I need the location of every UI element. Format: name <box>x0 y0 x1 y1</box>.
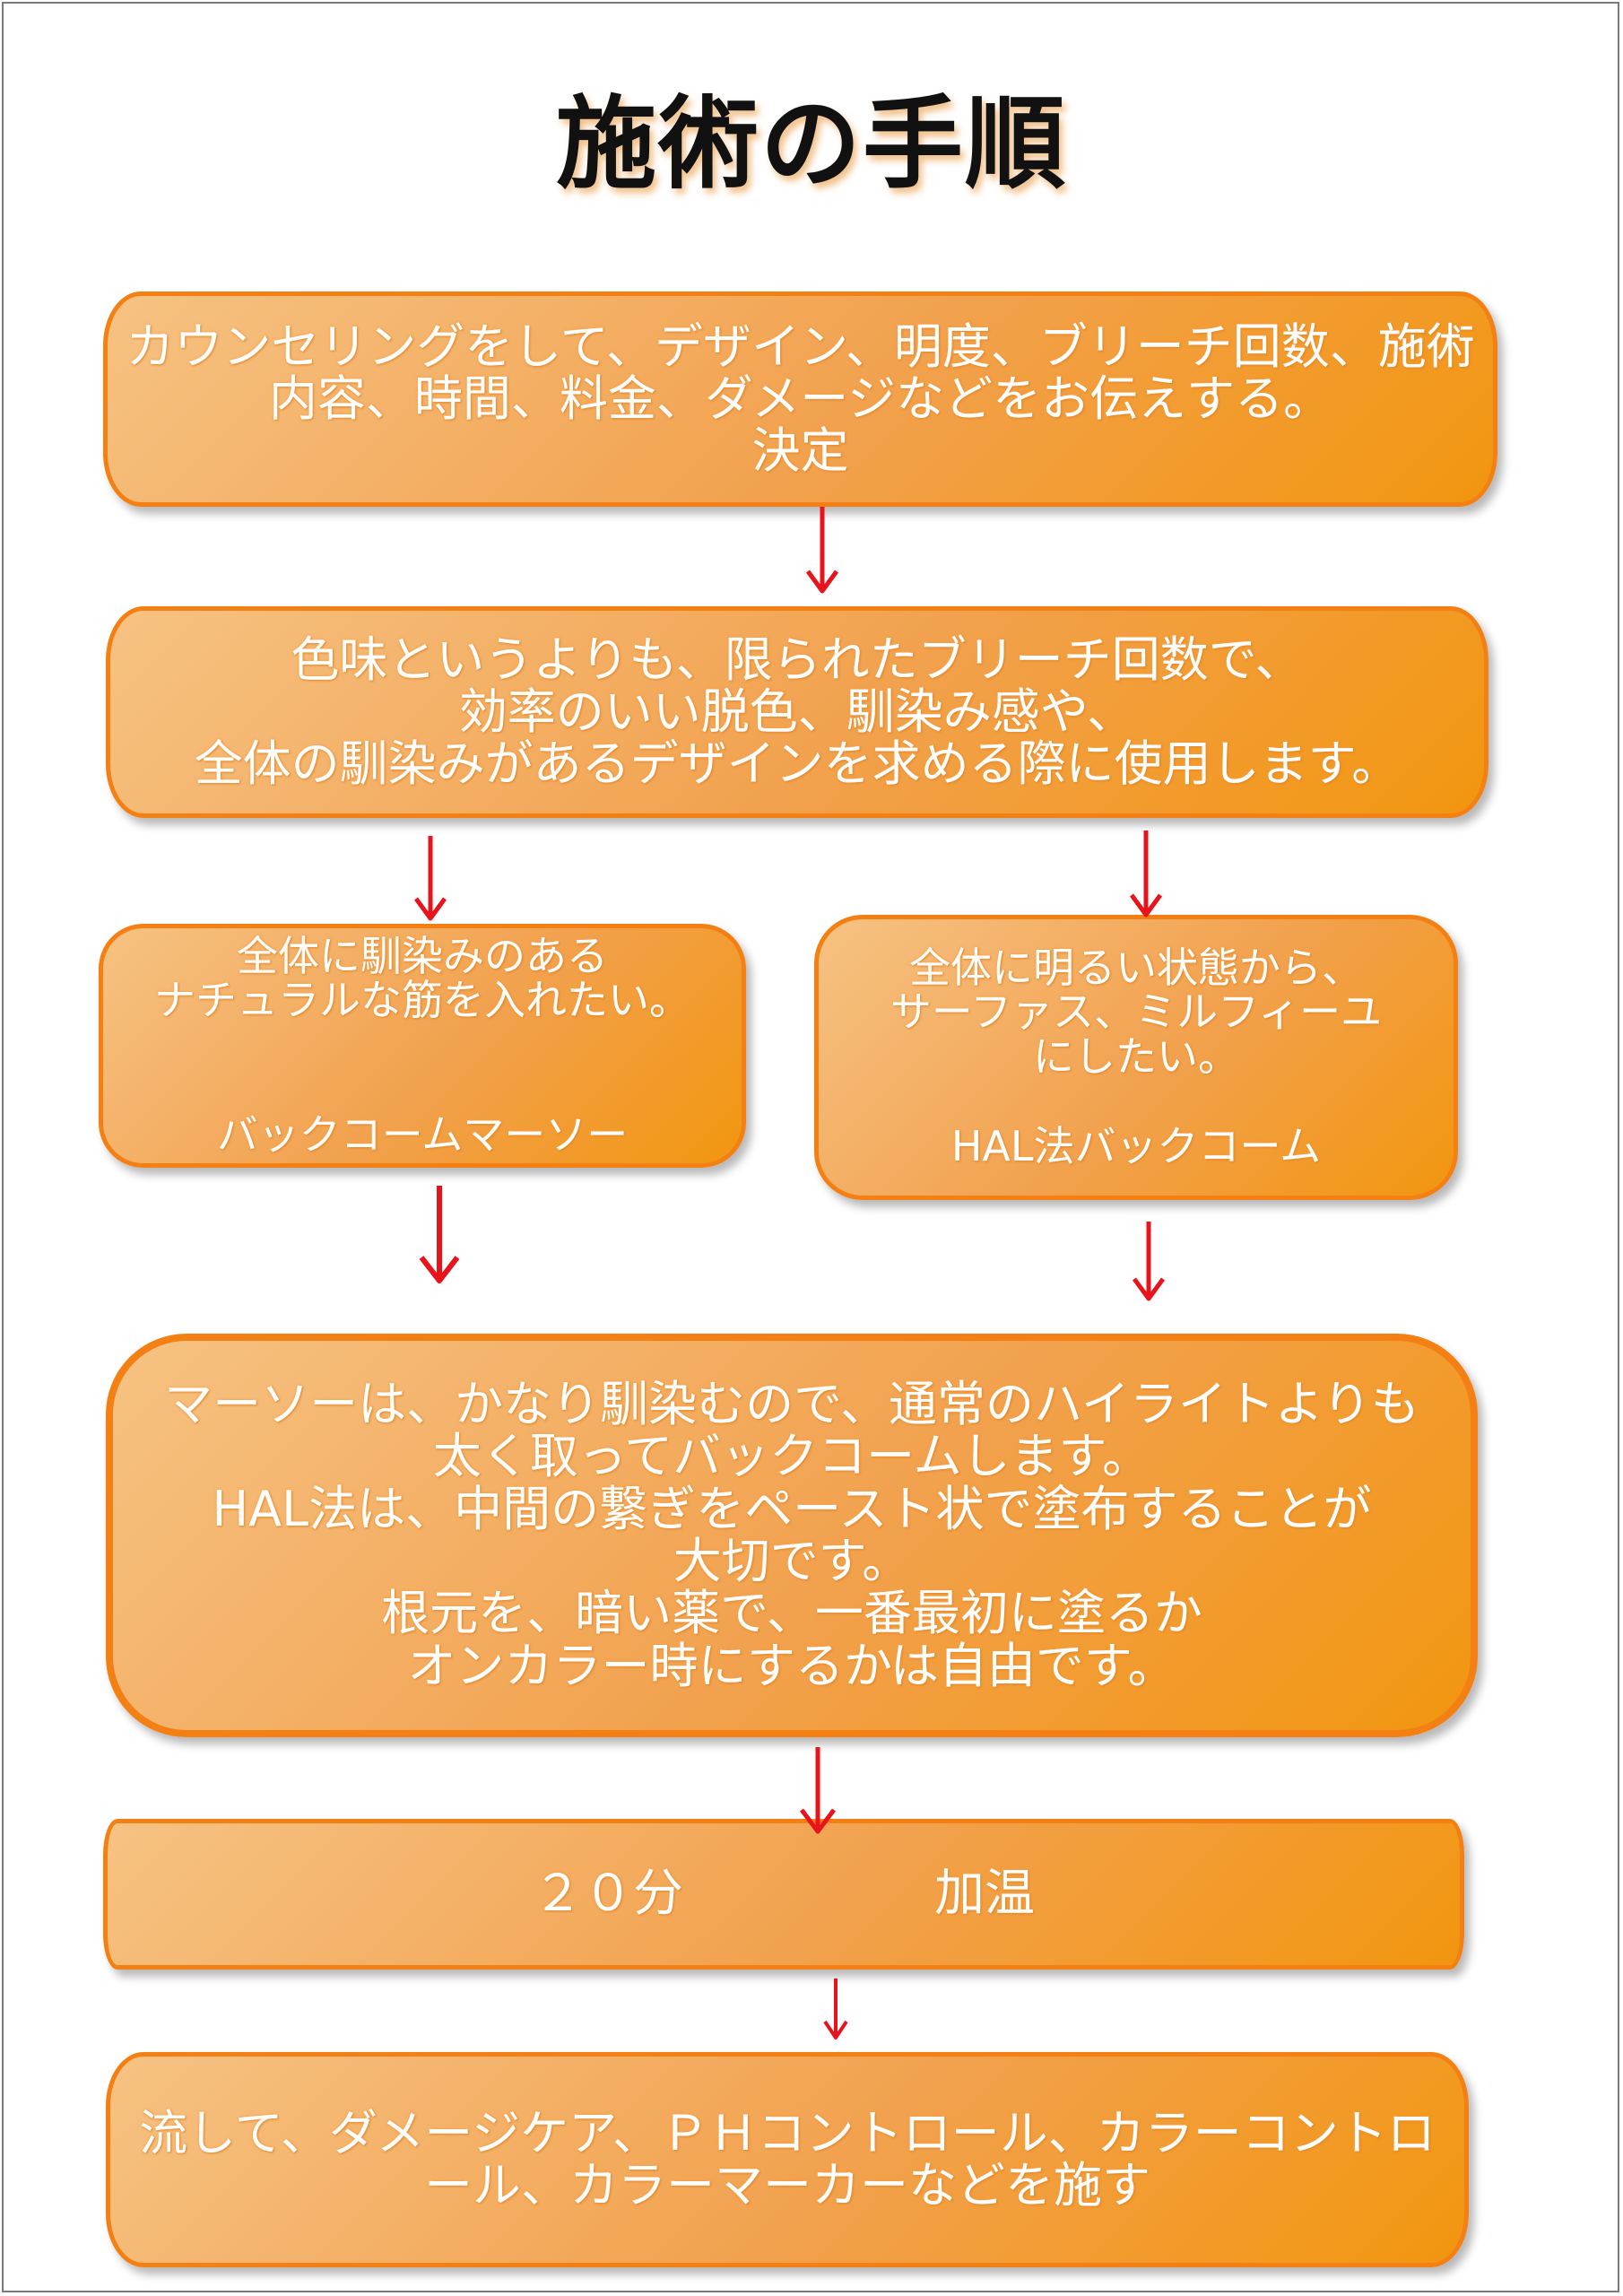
step-finish-text: 流して、ダメージケア、ＰＨコントロール、カラーコントロ ール、カラーマーカーなど… <box>139 2104 1436 2213</box>
arrow-right-to-technique <box>1132 1222 1166 1301</box>
arrow-technique-to-processing <box>800 1747 836 1834</box>
step-counseling-box: カウンセリングをして、デザイン、明度、ブリーチ回数、施術 内容、時間、料金、ダメ… <box>103 291 1497 507</box>
step-purpose-text: 色味というよりも、限られたブリーチ回数で、 効率のいい脱色、馴染み感や、 全体の… <box>194 631 1401 793</box>
step-counseling-text: カウンセリングをして、デザイン、明度、ブリーチ回数、施術 内容、時間、料金、ダメ… <box>126 317 1475 480</box>
step-processing-box: ２０分 加温 <box>103 1819 1464 1970</box>
step-purpose-box: 色味というよりも、限られたブリーチ回数で、 効率のいい脱色、馴染み感や、 全体の… <box>106 606 1488 818</box>
option-left-text: 全体に馴染みのある ナチュラルな筋を入れたい。 バックコームマーソー <box>154 931 690 1159</box>
option-right-box: 全体に明るい状態から、 サーファス、ミルフィーユ にしたい。 HAL法バックコー… <box>814 915 1458 1200</box>
arrow-purpose-to-left <box>413 836 447 921</box>
step-processing-text: ２０分 加温 <box>533 1864 1035 1923</box>
option-left-box: 全体に馴染みのある ナチュラルな筋を入れたい。 バックコームマーソー <box>99 924 746 1168</box>
arrow-left-to-technique <box>419 1186 460 1283</box>
arrow-counseling-to-purpose <box>805 507 839 594</box>
step-finish-box: 流して、ダメージケア、ＰＨコントロール、カラーコントロ ール、カラーマーカーなど… <box>106 2052 1469 2267</box>
diagram-title: 施術の手順 <box>556 86 1067 203</box>
step-technique-box: マーソーは、かなり馴染むので、通常のハイライトよりも 太く取ってバックコームしま… <box>106 1334 1478 1737</box>
option-right-text: 全体に明るい状態から、 サーファス、ミルフィーユ にしたい。 HAL法バックコー… <box>890 943 1383 1170</box>
arrow-processing-to-finish <box>823 1979 848 2039</box>
step-technique-text: マーソーは、かなり馴染むので、通常のハイライトよりも 太く取ってバックコームしま… <box>164 1376 1419 1694</box>
arrow-purpose-to-right <box>1129 831 1163 918</box>
